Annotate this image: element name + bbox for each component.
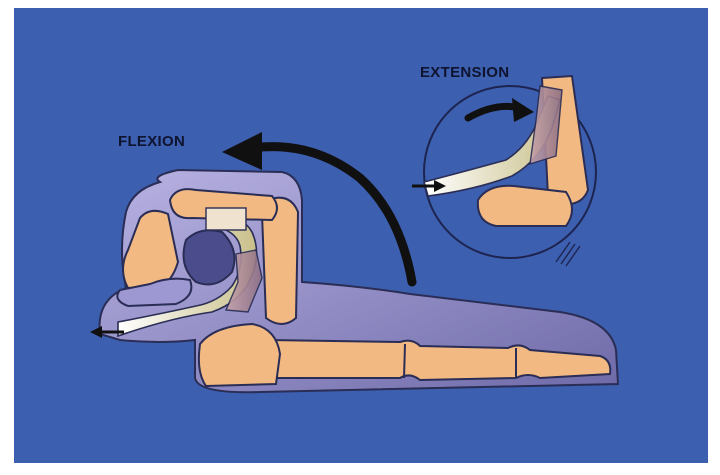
inner-curl xyxy=(184,230,235,284)
carpal-bone xyxy=(199,324,280,386)
extension-label: EXTENSION xyxy=(420,64,509,81)
background-panel xyxy=(14,8,708,463)
pulley-a2 xyxy=(206,208,246,230)
flexion-label: FLEXION xyxy=(118,133,185,150)
inset-bone-lower xyxy=(478,186,572,226)
